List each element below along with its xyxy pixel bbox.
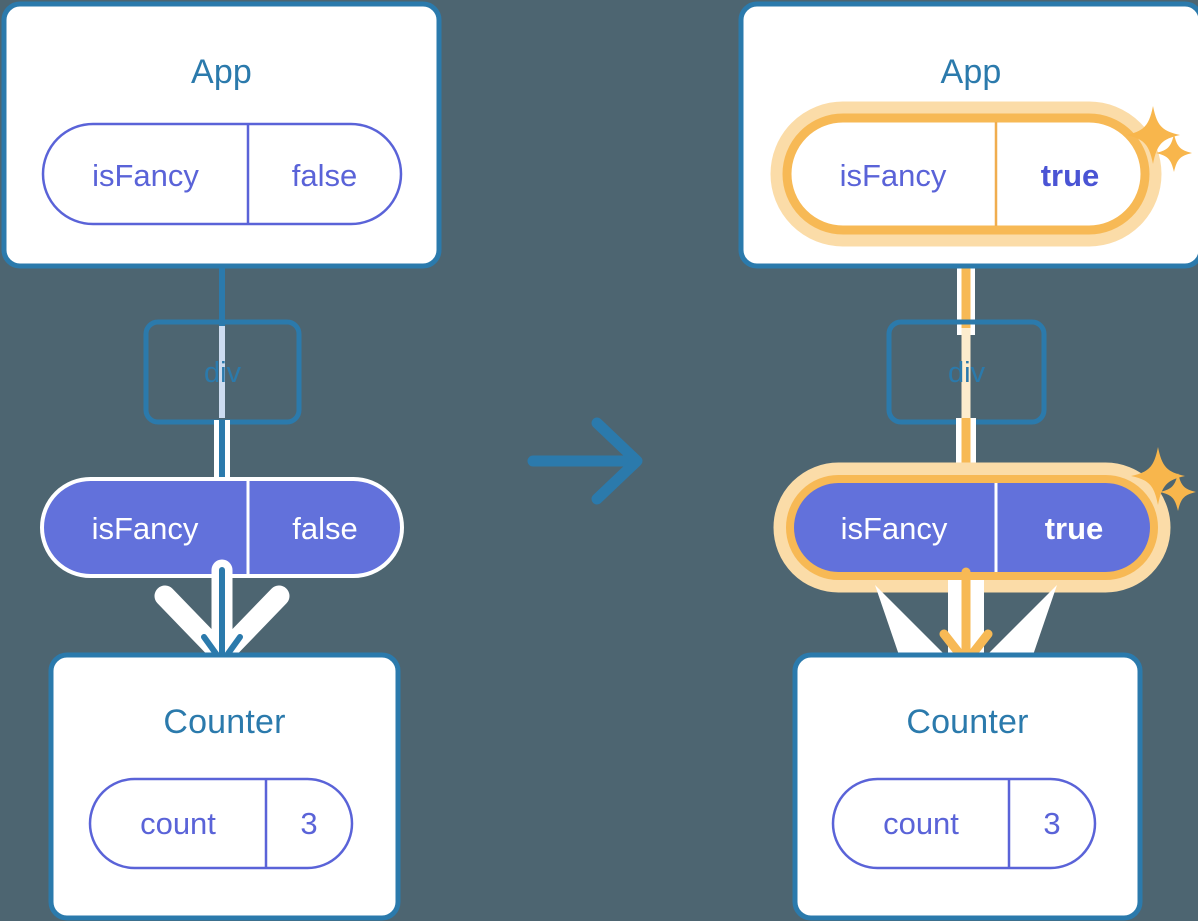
app-state-pill-right-ring	[782, 113, 1150, 235]
before-panel	[1, 1, 442, 921]
div-box-left	[143, 319, 302, 425]
counter-state-pill-left	[88, 777, 354, 870]
arrow-props-to-counter-left	[201, 567, 243, 665]
sparkle-large-top	[1126, 106, 1180, 164]
after-panel	[738, 1, 1198, 921]
app-state-pill-left	[41, 122, 403, 226]
props-pill-right-ring	[786, 475, 1158, 580]
counter-state-pill-right	[831, 777, 1097, 870]
arrow-right-icon	[527, 417, 643, 505]
sparkle-large-bottom	[1131, 447, 1185, 505]
sparkle-small-top	[1156, 134, 1192, 172]
app-state-pill-right-glow	[770, 101, 1162, 247]
sparkle-small-bottom	[1160, 473, 1196, 511]
